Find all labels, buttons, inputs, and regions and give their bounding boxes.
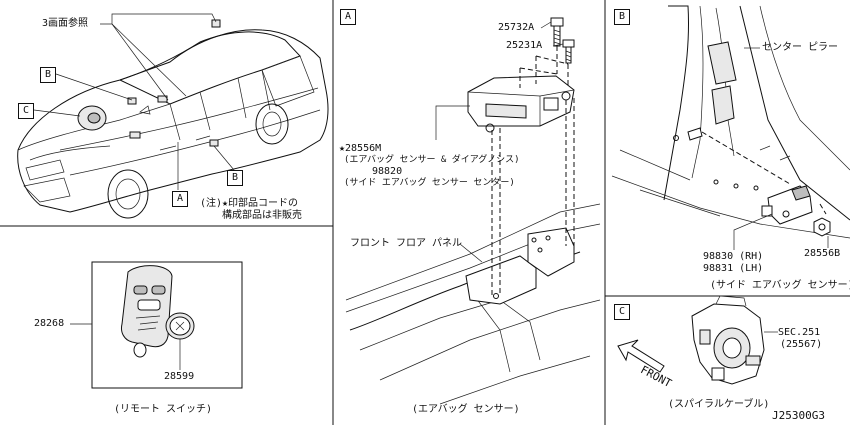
spiral-cable-caption: (スパイラルケーブル) bbox=[668, 399, 770, 410]
marker-b-overview: B bbox=[40, 67, 56, 83]
part-number-25732a: 25732A bbox=[498, 22, 535, 33]
remote-illustration bbox=[70, 261, 243, 389]
section-a-marker: A bbox=[340, 9, 356, 25]
diagram-code: J25300G3 bbox=[772, 409, 825, 422]
part-desc-98820: (サイド エアバッグ センサー センター) bbox=[344, 178, 515, 188]
section-c-marker: C bbox=[614, 304, 630, 320]
part-desc-28556m: (エアバッグ センサー & ダイアグノシス) bbox=[344, 155, 520, 165]
part-number-98820: 98820 bbox=[372, 166, 403, 177]
part-number-25231a: 25231A bbox=[506, 40, 543, 51]
sec-sub-label: (25567) bbox=[780, 339, 823, 350]
part-number-28268: 28268 bbox=[34, 318, 65, 329]
front-floor-panel-label: フロント フロア パネル bbox=[350, 238, 463, 249]
note-line-1: (注)★印部品コードの bbox=[200, 198, 299, 209]
car-illustration bbox=[17, 19, 329, 219]
side-sensor-desc: (サイド エアバッグ センサー) bbox=[710, 280, 850, 291]
airbag-sensor-illustration bbox=[345, 17, 601, 405]
airbag-sensor-caption: (エアバッグ センサー) bbox=[412, 404, 520, 415]
sec-ref-label: SEC.251 bbox=[778, 327, 821, 338]
marker-a-overview: A bbox=[172, 191, 188, 207]
ref-note-label: 3画面参照 bbox=[42, 18, 89, 29]
spiral-cable-illustration bbox=[617, 295, 778, 385]
overview-leaders bbox=[33, 13, 235, 190]
marker-b2-overview: B bbox=[227, 170, 243, 186]
part-number-98831: 98831 (LH) bbox=[703, 263, 764, 274]
part-number-98830: 98830 (RH) bbox=[703, 251, 764, 262]
marker-c-overview: C bbox=[18, 103, 34, 119]
part-number-28556b: 28556B bbox=[804, 248, 841, 259]
part-number-28556m: ★28556M bbox=[339, 143, 382, 154]
remote-caption: (リモート スイッチ) bbox=[114, 404, 213, 415]
section-b-marker: B bbox=[614, 9, 630, 25]
part-number-28599: 28599 bbox=[164, 371, 195, 382]
note-line-2: 構成部品は非販売 bbox=[222, 210, 302, 221]
center-pillar-label: センター ピラー bbox=[762, 42, 839, 53]
side-sensor-illustration bbox=[611, 5, 850, 250]
